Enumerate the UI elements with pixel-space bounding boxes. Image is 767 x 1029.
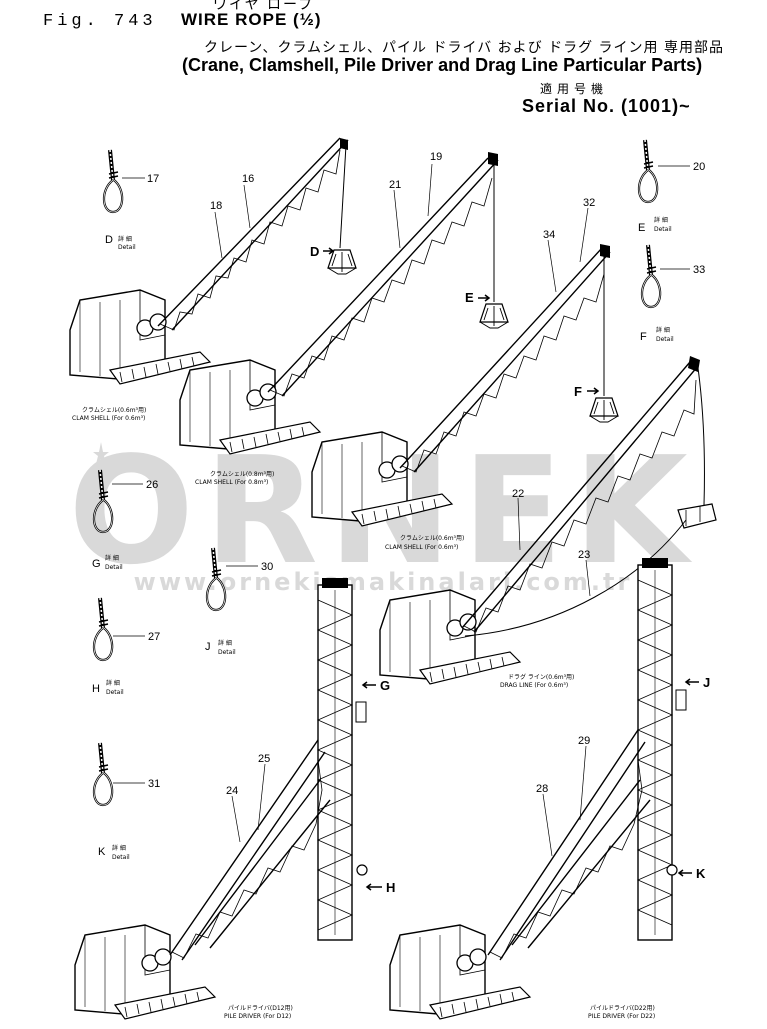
callout-number: 16 [242,173,254,185]
clamshell-crane-3 [311,244,619,527]
detail-kanji: 詳 細 [118,235,132,243]
title-japanese: ワイヤ ロープ [213,0,315,13]
part-number: 31 [148,778,160,790]
detail-e: 20 E 詳 細 Detail [636,138,705,234]
caption-jp: クラムシェル(0.6m³用) [400,535,464,542]
detail-kanji: 詳 細 [656,326,670,334]
detail-word: Detail [218,649,236,656]
part-number: 27 [148,631,160,643]
page-title: WIRE ROPE (½) [181,10,322,29]
detail-kanji: 詳 細 [105,554,119,562]
part-number: 17 [147,173,159,185]
serial-number: Serial No. (1001)~ [522,96,691,116]
callouts: 16 18 19 21 32 34 22 23 25 24 29 28 [210,151,595,857]
callout-number: 19 [430,151,442,163]
callout-number: 22 [512,488,524,500]
caption-en: CLAM SHELL (For 0.6m³) [72,415,145,422]
caption-en: CLAM SHELL (For 0.8m³) [195,479,268,486]
detail-letter: F [640,331,647,343]
serial-japanese: 適用号機 [540,82,609,96]
detail-j: 30 J 詳 細 Detail [204,546,273,656]
caption-en: DRAG LINE (For 0.6m³) [500,682,568,689]
caption-en: PILE DRIVER (For D12) [224,1013,291,1020]
caption-en: PILE DRIVER (For D22) [588,1013,655,1020]
subtitle-japanese: クレーン、クラムシェル、パイル ドライバ および ドラグ ライン用 専用部品 [204,40,725,56]
detail-letter: J [205,641,211,653]
pile-driver-1 [74,578,368,1020]
detail-kanji: 詳 細 [112,844,126,852]
detail-d: 17 D 詳 細 Detail [101,148,159,251]
detail-kanji: 詳 細 [106,679,120,687]
drag-line-machine [379,356,717,685]
detail-word: Detail [112,854,130,861]
callout-number: 21 [389,179,401,191]
caption-jp: クラムシェル(0.6m³用) [82,407,146,414]
detail-word: Detail [654,226,672,233]
clamshell-crane-2 [179,152,509,455]
detail-word: Detail [656,336,674,343]
machine-captions: クラムシェル(0.6m³用) CLAM SHELL (For 0.6m³) クラ… [72,407,655,1020]
detail-letter: H [92,683,100,695]
callout-number: 29 [578,735,590,747]
part-number: 30 [261,561,273,573]
pointer-letter: D [310,244,319,259]
detail-word: Detail [118,244,136,251]
figure-number: Fig. 743 [43,12,157,31]
pointer-letter: E [465,290,474,305]
detail-word: Detail [106,689,124,696]
detail-letter: K [98,846,106,858]
callout-number: 18 [210,200,222,212]
callout-number: 28 [536,783,548,795]
watermark-star-icon [93,442,109,464]
detail-g: 26 G 詳 細 Detail [91,468,158,571]
detail-k: 31 K 詳 細 Detail [91,741,160,861]
caption-jp: クラムシェル(0.8m³用) [210,471,274,478]
pointer-letter: K [696,866,706,881]
caption-jp: ドラグ ライン(0.6m³用) [508,673,574,681]
pile-driver-2 [389,558,687,1020]
detail-letter: D [105,234,113,246]
pointer-letter: J [703,675,710,690]
pointer-letter: F [574,384,582,399]
detail-letter: E [638,222,645,234]
callout-number: 32 [583,197,595,209]
callout-number: 24 [226,785,238,797]
clamshell-crane-1 [69,137,357,385]
detail-h: 27 H 詳 細 Detail [91,596,160,696]
caption-en: CLAM SHELL (For 0.6m³) [385,544,458,551]
subtitle-english: (Crane, Clamshell, Pile Driver and Drag … [182,55,703,75]
callout-number: 25 [258,753,270,765]
part-number: 26 [146,479,158,491]
detail-letter: G [92,558,101,570]
detail-kanji: 詳 細 [654,216,668,224]
pointer-letter: G [380,678,390,693]
pointer-letter: H [386,880,395,895]
callout-number: 23 [578,549,590,561]
part-number: 20 [693,161,705,173]
caption-jp: パイルドライバ(D12用) [228,1005,293,1012]
detail-word: Detail [105,564,123,571]
pointers: D E F G H J K [310,244,710,895]
detail-f: 33 F 詳 細 Detail [639,243,705,343]
caption-jp: パイルドライバ(D22用) [590,1005,655,1012]
callout-number: 34 [543,229,555,241]
detail-kanji: 詳 細 [218,639,232,647]
part-number: 33 [693,264,705,276]
